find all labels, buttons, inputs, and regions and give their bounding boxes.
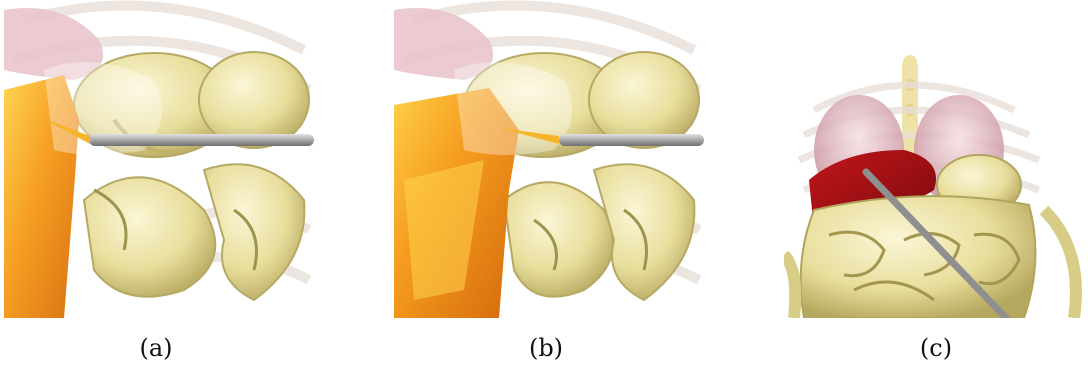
needle: [499, 128, 704, 146]
liver-segment: [4, 75, 79, 318]
panel-b-render: [394, 0, 704, 318]
panel-c-render: [784, 0, 1088, 318]
caption-c: (c): [919, 334, 953, 362]
liver-facet: [404, 160, 484, 300]
render-c-canvas: [784, 0, 1088, 318]
caption-a: (a): [139, 334, 173, 362]
translucent-organ: [454, 62, 572, 155]
lung: [394, 8, 494, 80]
needle: [862, 168, 1010, 318]
render-b-canvas: [394, 0, 704, 318]
panel-a-render: [4, 0, 314, 318]
render-a-canvas: [4, 0, 314, 318]
caption-b: (b): [528, 334, 564, 362]
lung: [4, 8, 104, 80]
needle: [42, 118, 314, 146]
intestines: [73, 51, 310, 302]
